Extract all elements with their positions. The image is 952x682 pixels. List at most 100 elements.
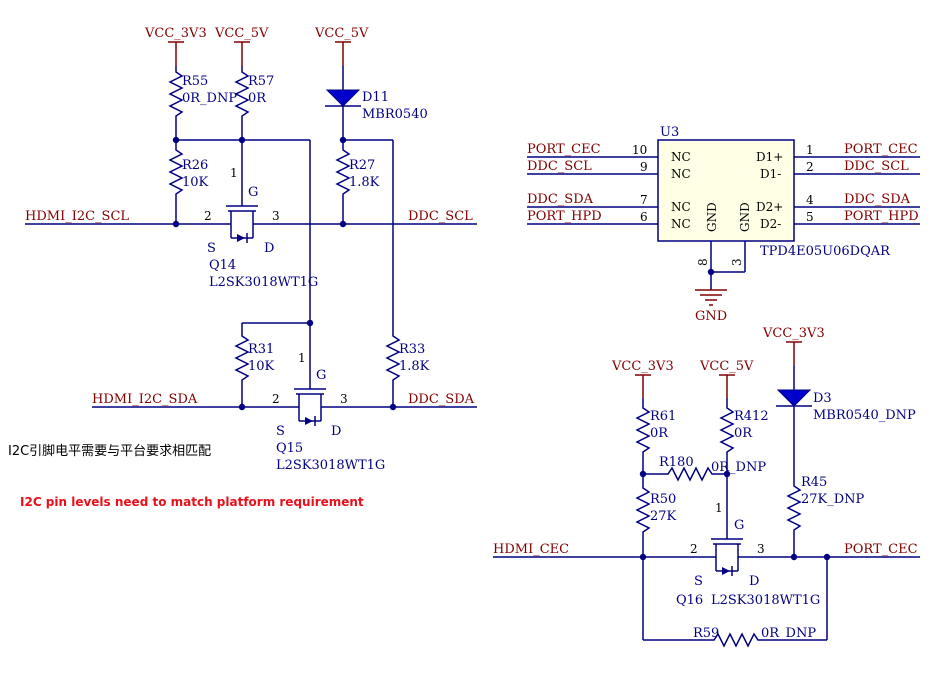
svg-text:8: 8 <box>696 258 710 266</box>
svg-text:2: 2 <box>204 209 212 223</box>
note-english: I2C pin levels need to match platform re… <box>20 495 364 509</box>
power-vcc3v3-d3: VCC_3V3 <box>762 326 825 366</box>
svg-text:D1+: D1+ <box>756 150 783 164</box>
svg-text:0R: 0R <box>650 426 669 441</box>
net-ddc-sda-right: DDC_SDA <box>844 192 911 207</box>
svg-text:R27: R27 <box>349 158 375 173</box>
net-hdmi-i2c-scl: HDMI_I2C_SCL <box>25 209 129 224</box>
svg-text:2: 2 <box>272 392 280 406</box>
svg-text:0R_DNP: 0R_DNP <box>711 460 766 475</box>
svg-text:G: G <box>248 185 258 200</box>
svg-text:R45: R45 <box>801 475 827 490</box>
svg-text:R412: R412 <box>734 409 769 424</box>
power-vcc3v3-r61: VCC_3V3 <box>611 359 674 398</box>
svg-text:D1-: D1- <box>760 167 781 181</box>
svg-text:1: 1 <box>806 143 814 157</box>
svg-text:27K_DNP: 27K_DNP <box>801 492 865 507</box>
svg-text:R31: R31 <box>248 342 274 357</box>
net-hdmi-cec: HDMI_CEC <box>493 542 569 557</box>
resistor-r45: R45 27K_DNP <box>786 474 865 557</box>
resistor-r31: R31 10K <box>234 323 275 407</box>
power-vcc5v-d11: VCC_5V <box>314 26 369 66</box>
svg-text:1.8K: 1.8K <box>399 359 430 374</box>
resistor-r33: R33 1.8K <box>385 323 430 407</box>
svg-text:9: 9 <box>640 160 648 174</box>
resistor-r61: R61 0R <box>635 398 676 474</box>
svg-text:7: 7 <box>640 193 648 207</box>
svg-text:L2SK3018WT1G: L2SK3018WT1G <box>209 275 318 290</box>
svg-text:NC: NC <box>671 217 691 231</box>
svg-text:D: D <box>749 574 759 589</box>
svg-text:S: S <box>276 424 285 439</box>
svg-text:NC: NC <box>671 167 691 181</box>
svg-text:Q15: Q15 <box>276 441 303 456</box>
net-port-cec-left: PORT_CEC <box>527 142 601 157</box>
svg-text:10K: 10K <box>182 175 209 190</box>
svg-text:VCC_3V3: VCC_3V3 <box>611 359 674 374</box>
svg-text:R50: R50 <box>650 492 676 507</box>
net-label: VCC_3V3 <box>144 26 207 41</box>
net-ddc-sda: DDC_SDA <box>408 392 475 407</box>
svg-text:1.8K: 1.8K <box>349 175 380 190</box>
svg-text:U3: U3 <box>660 125 679 140</box>
net-port-cec-right: PORT_CEC <box>844 142 918 157</box>
svg-text:GND: GND <box>695 309 727 324</box>
svg-text:5: 5 <box>806 210 814 224</box>
resistor-r55: R55 0R_DNP <box>168 66 237 140</box>
svg-text:D: D <box>331 424 341 439</box>
power-vcc3v3-r55: VCC_3V3 <box>144 26 207 66</box>
svg-text:6: 6 <box>640 210 648 224</box>
svg-text:R180: R180 <box>659 455 694 470</box>
power-vcc5v-r57: VCC_5V <box>214 26 269 66</box>
svg-text:27K: 27K <box>650 509 677 524</box>
svg-text:4: 4 <box>806 193 814 207</box>
svg-text:0R_DNP: 0R_DNP <box>761 626 816 641</box>
resistor-r59: R59 0R_DNP <box>643 626 827 648</box>
svg-text:1: 1 <box>298 351 306 365</box>
mosfet-q16: G S D Q16 L2SK3018WT1G <box>676 518 820 608</box>
svg-text:0R_DNP: 0R_DNP <box>182 91 237 106</box>
resistor-r27: R27 1.8K <box>335 140 380 224</box>
resistor-r50: R50 27K <box>635 474 677 557</box>
svg-text:G: G <box>734 518 744 533</box>
svg-text:2: 2 <box>690 542 698 556</box>
svg-text:MBR0540: MBR0540 <box>362 107 428 122</box>
svg-text:VCC_3V3: VCC_3V3 <box>762 326 825 341</box>
svg-text:MBR0540_DNP: MBR0540_DNP <box>813 408 916 423</box>
svg-text:TPD4E05U06DQAR: TPD4E05U06DQAR <box>760 244 891 259</box>
svg-text:VCC_5V: VCC_5V <box>699 359 754 374</box>
svg-text:S: S <box>694 574 703 589</box>
svg-text:GND: GND <box>738 202 752 232</box>
resistor-r412: R412 0R <box>719 398 769 474</box>
svg-text:D: D <box>264 241 274 256</box>
gnd-symbol: GND <box>695 289 727 324</box>
svg-text:NC: NC <box>671 200 691 214</box>
net-ddc-sda-left: DDC_SDA <box>527 192 594 207</box>
svg-text:L2SK3018WT1G: L2SK3018WT1G <box>276 458 385 473</box>
svg-text:3: 3 <box>272 209 280 223</box>
net-ddc-scl: DDC_SCL <box>408 209 473 224</box>
svg-text:G: G <box>316 368 326 383</box>
svg-text:D2+: D2+ <box>756 200 783 214</box>
svg-text:R26: R26 <box>182 158 208 173</box>
svg-text:D11: D11 <box>362 90 389 105</box>
svg-text:R61: R61 <box>650 409 676 424</box>
diode-d3: D3 MBR0540_DNP <box>776 366 916 474</box>
net-port-cec: PORT_CEC <box>844 542 918 557</box>
svg-text:D3: D3 <box>813 391 832 406</box>
net-ddc-scl-right: DDC_SCL <box>844 159 909 174</box>
net-port-hpd-left: PORT_HPD <box>527 209 602 224</box>
svg-text:L2SK3018WT1G: L2SK3018WT1G <box>711 593 820 608</box>
svg-text:D2-: D2- <box>760 217 781 231</box>
svg-text:R33: R33 <box>399 342 425 357</box>
svg-text:3: 3 <box>730 258 744 266</box>
diode-d11: D11 MBR0540 <box>325 66 428 140</box>
net-hdmi-i2c-sda: HDMI_I2C_SDA <box>92 392 198 407</box>
svg-text:Q16: Q16 <box>676 593 703 608</box>
note-chinese: I2C引脚电平需要与平台要求相匹配 <box>8 443 211 459</box>
svg-text:0R: 0R <box>734 426 753 441</box>
svg-text:NC: NC <box>671 150 691 164</box>
svg-text:3: 3 <box>340 392 348 406</box>
svg-text:3: 3 <box>757 542 765 556</box>
svg-text:R55: R55 <box>182 74 208 89</box>
